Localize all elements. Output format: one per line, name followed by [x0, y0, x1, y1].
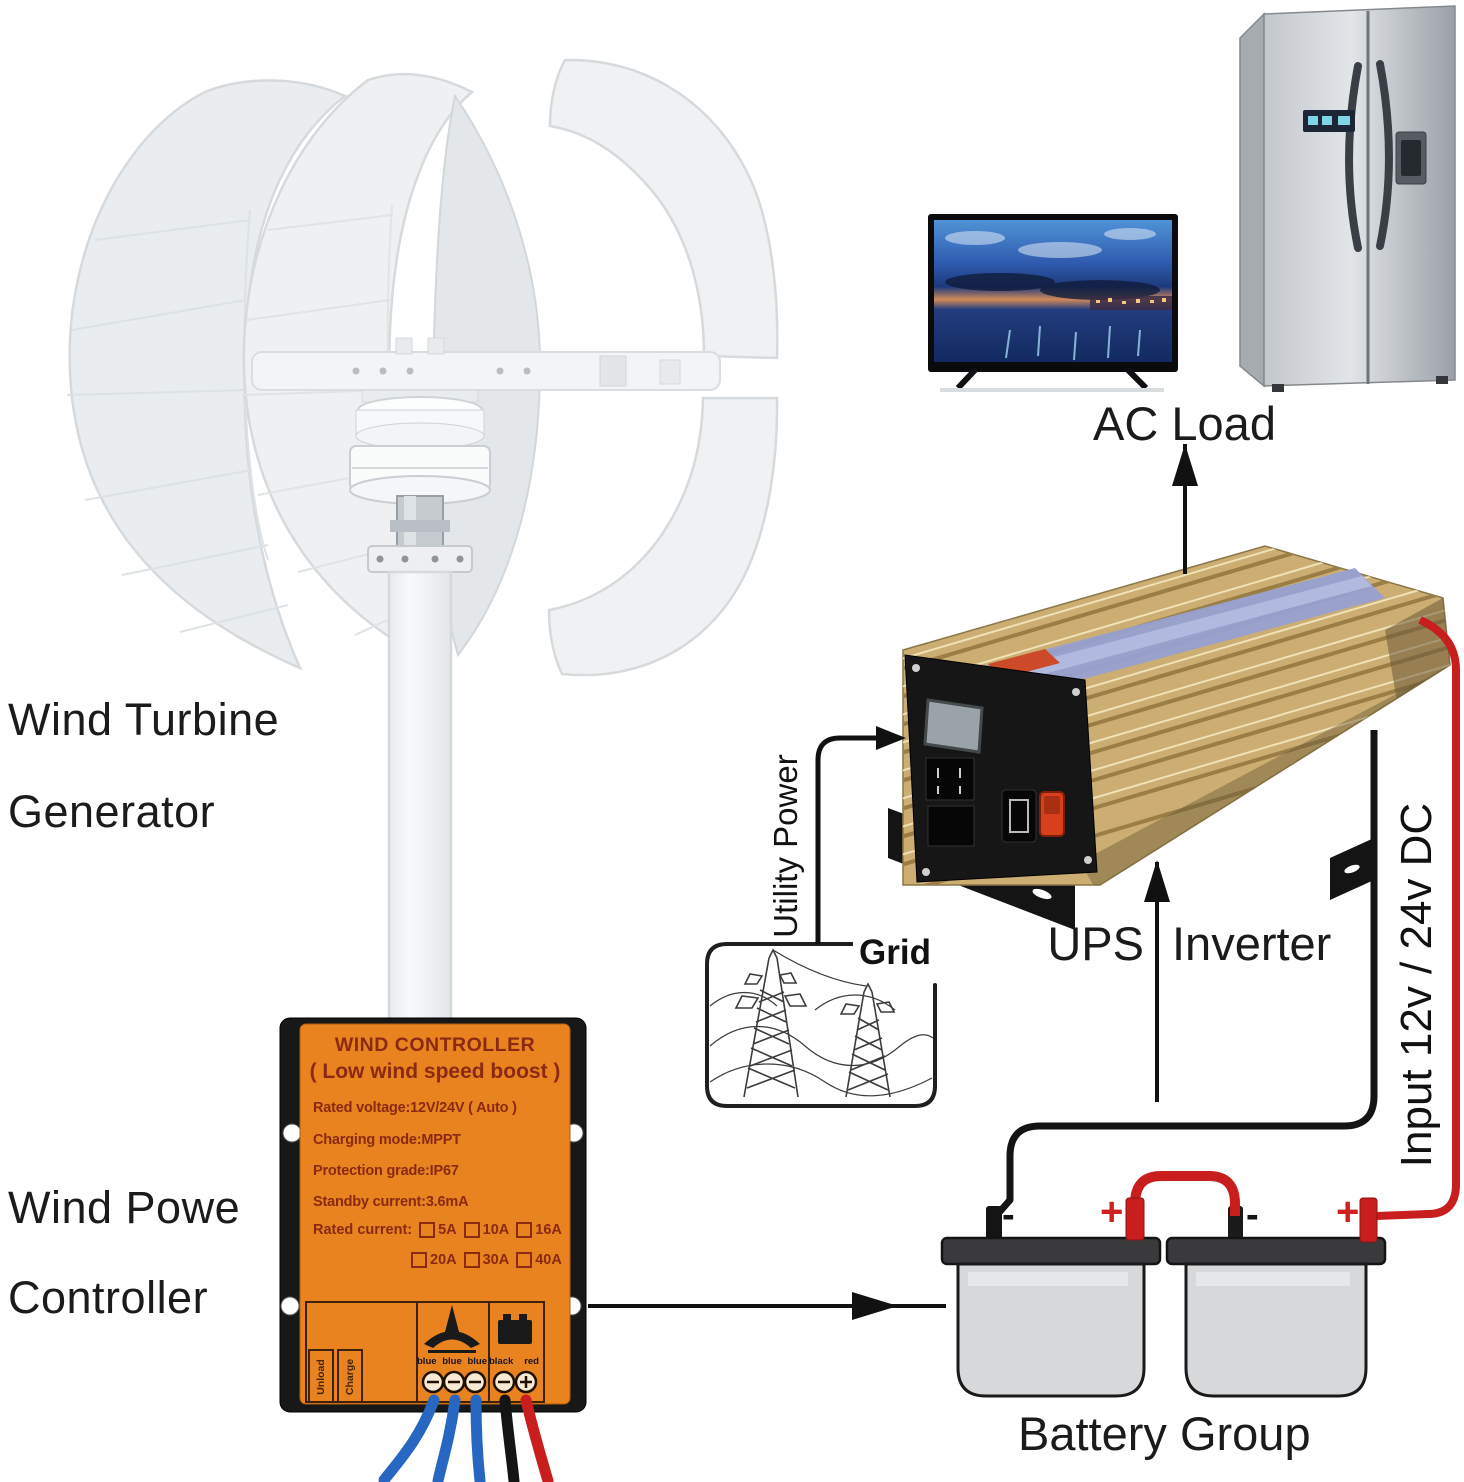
wind-turbine-label-line1: Wind Turbine	[8, 694, 280, 745]
tv-cloud-band	[945, 273, 1160, 300]
ac-load-arrowhead	[1172, 444, 1198, 486]
rated-current-label: Rated current:	[313, 1222, 413, 1238]
tv-city-lights	[1096, 298, 1166, 304]
current-option-5a: 5A	[419, 1222, 457, 1238]
fridge-handle-left	[1345, 62, 1362, 252]
battery2-positive-mark: +	[1336, 1190, 1360, 1234]
input-dc-label: Input 12v / 24v DC	[1392, 802, 1441, 1168]
battery-to-inverter-arrowhead	[1144, 860, 1170, 902]
wind-power-label-line1: Wind Powe	[8, 1182, 241, 1233]
checkbox-10a	[463, 1222, 480, 1238]
battery1-negative-mark: -	[1002, 1194, 1015, 1236]
current-option-10a: 10A	[463, 1222, 509, 1238]
fridge-illustration	[1239, 5, 1456, 392]
ups-label: UPS	[1047, 917, 1144, 970]
dc-negative-wire	[993, 730, 1378, 1219]
fridge-display-digits	[1308, 116, 1350, 125]
battery-icon	[498, 1314, 532, 1344]
battery-group-label: Battery Group	[1018, 1407, 1311, 1460]
inverter-outlet	[925, 757, 975, 801]
inverter-lcd	[923, 698, 984, 754]
grid-towers	[709, 948, 934, 1098]
checkbox-40a	[516, 1252, 533, 1268]
current-option-16a: 16A	[516, 1222, 562, 1238]
checkbox-5a	[419, 1222, 436, 1238]
wind-turbine-icon	[424, 1305, 480, 1353]
current-option-40a: 40A	[516, 1252, 562, 1268]
tv-illustration	[928, 214, 1178, 392]
checkbox-30a	[463, 1252, 480, 1268]
dc-positive-wire	[1376, 616, 1460, 1220]
wind-controller-illustration	[279, 1017, 587, 1482]
jumper-lug-positive	[1125, 1197, 1145, 1241]
battery-group-illustration	[940, 1171, 1387, 1398]
battery-jumper-cable	[1130, 1171, 1240, 1216]
battery2-body	[1184, 1262, 1368, 1398]
grid-label: Grid	[853, 933, 937, 973]
wind-turbine-illustration	[66, 58, 779, 1026]
grid-illustration	[705, 942, 937, 1108]
turbine-pole	[387, 570, 453, 1026]
controller-subtitle: ( Low wind speed boost )	[309, 1060, 561, 1083]
inverter-label: Inverter	[1172, 917, 1332, 970]
utility-power-label: Utility Power	[767, 754, 804, 938]
battery1-positive-mark: +	[1100, 1190, 1124, 1234]
checkbox-20a	[411, 1252, 427, 1268]
flange-bolts	[376, 555, 464, 563]
controller-to-battery-arrowhead	[852, 1292, 898, 1320]
ac-load-label: AC Load	[1093, 397, 1276, 450]
utility-power-arrowhead	[876, 726, 906, 750]
controller-wires	[378, 1394, 554, 1482]
terminal-charge-label: Charge	[344, 1358, 356, 1396]
wind-power-label-line2: Controller	[8, 1272, 209, 1323]
current-option-30a: 30A	[463, 1252, 509, 1268]
battery1-cap	[940, 1236, 1162, 1266]
controller-spec-standby: Standby current:3.6mA	[313, 1194, 469, 1210]
battery2-cap	[1165, 1236, 1387, 1266]
checkbox-16a	[516, 1222, 533, 1238]
outlet-slots	[937, 768, 961, 794]
battery2-negative-mark: -	[1246, 1194, 1259, 1236]
utility-power-line	[815, 735, 876, 944]
flow-arrows	[588, 444, 1460, 1320]
controller-spec-protection: Protection grade:IP67	[313, 1163, 459, 1179]
tv-clouds	[945, 228, 1156, 258]
wind-wire-labels: blue blue blue	[417, 1356, 487, 1367]
controller-title: WIND CONTROLLER	[334, 1034, 536, 1056]
screw-terminals	[421, 1370, 538, 1394]
tv-reflections	[1005, 325, 1141, 361]
fridge-handle-right	[1376, 60, 1393, 250]
battery1-body	[956, 1262, 1146, 1398]
inverter-outlet	[927, 805, 975, 847]
rated-current-row1: Rated current: 5A 10A 16A	[313, 1222, 562, 1238]
battery2-positive-lug	[1359, 1197, 1378, 1243]
controller-spec-charging: Charging mode:MPPT	[313, 1132, 461, 1148]
panel-screws	[912, 664, 1092, 876]
rated-current-row2: 20A 30A 40A	[404, 1252, 562, 1268]
terminal-unload-label: Unload	[315, 1359, 327, 1395]
terminal-compartments	[305, 1301, 545, 1403]
controller-spec-voltage: Rated voltage:12V/24V ( Auto )	[313, 1100, 517, 1116]
inverter-iec-socket	[1001, 789, 1037, 843]
wind-turbine-label-line2: Generator	[8, 786, 216, 837]
battery1-negative-post	[986, 1206, 1002, 1242]
current-option-20a: 20A	[411, 1252, 457, 1268]
arm-bolts	[352, 367, 531, 375]
battery-wire-labels: black red	[489, 1356, 539, 1367]
